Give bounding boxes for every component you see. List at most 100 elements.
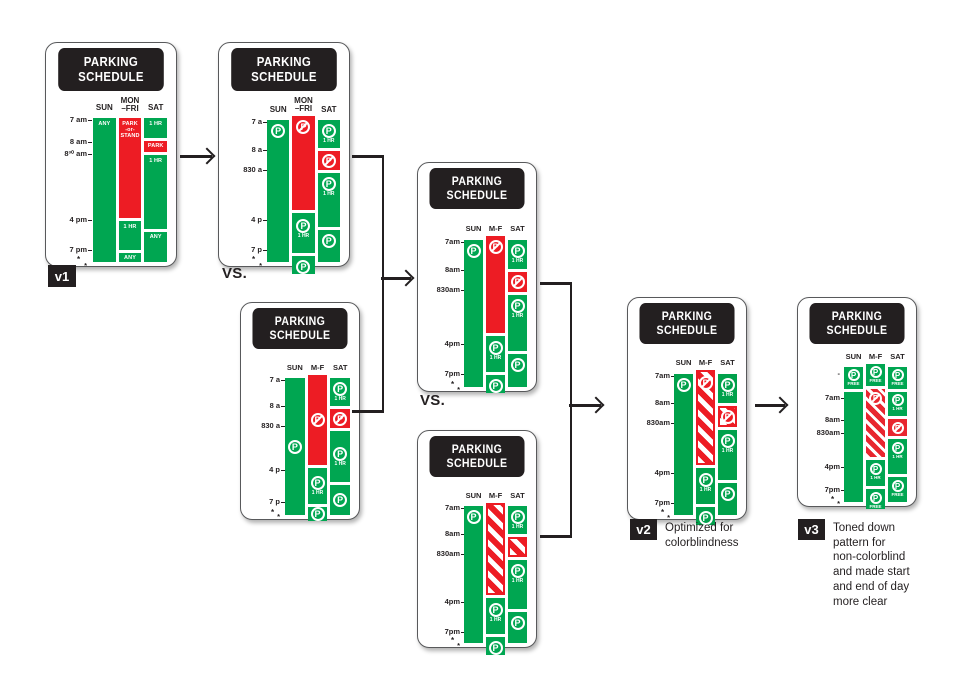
cell-sublabel: 1 HR	[311, 489, 324, 496]
sign-card-v1b[interactable]: PARKING SCHEDULE 7 a 8 a 830 a 4 p 7 p *…	[218, 42, 350, 275]
axis-tick: 8am	[444, 265, 466, 274]
schedule-cell[interactable]: P 1 HR	[866, 459, 885, 486]
schedule-cell[interactable]: P FREE	[888, 477, 907, 502]
sign-card-v1c[interactable]: PARKING SCHEDULE 7 a 8 a 830 a 4 p 7 p *…	[240, 302, 360, 521]
schedule-cell-restricted-hatch[interactable]	[508, 537, 527, 557]
schedule-cell-restricted-soft[interactable]: P	[866, 388, 885, 457]
schedule-cell[interactable]: P	[508, 612, 527, 643]
schedule-cell[interactable]	[844, 392, 863, 502]
column-sat: SAT P 1 HR P P 1 HR	[330, 355, 351, 515]
axis-tick: 7 a	[251, 117, 268, 126]
schedule-cell[interactable]: P	[464, 240, 483, 387]
column-sun: SUN P	[464, 215, 483, 387]
schedule-cell[interactable]: P 1 HR	[317, 120, 340, 148]
schedule-cell[interactable]: P FREE	[888, 367, 907, 389]
sign-card-mid-solid[interactable]: PARKING SCHEDULE 7am 8am 830am 4pm 7pm *…	[417, 162, 537, 394]
schedule-cell[interactable]: P	[718, 483, 737, 515]
version-tag-v2: v2	[630, 519, 657, 540]
schedule-cell[interactable]: P 1 HR	[696, 467, 715, 504]
schedule-cell[interactable]: P FREE	[866, 488, 885, 510]
no-parking-icon: P	[333, 411, 348, 426]
axis-tick: 8 a	[269, 401, 286, 410]
schedule-cell[interactable]: P FREE	[866, 363, 885, 386]
footnote-asterisk: *	[271, 508, 275, 517]
schedule-cell[interactable]: P 1 HR	[888, 392, 907, 416]
schedule-cell[interactable]: P	[317, 230, 340, 262]
schedule-cell[interactable]: P	[464, 506, 483, 643]
schedule-cell[interactable]: 1 HR	[118, 221, 142, 250]
schedule-cell[interactable]: P 1 HR	[508, 295, 527, 351]
schedule-cell[interactable]: 1 HR	[144, 155, 168, 229]
schedule-cell[interactable]: P 1 HR	[718, 374, 737, 403]
axis-tick: *	[837, 499, 840, 508]
schedule-cell[interactable]: P	[317, 151, 340, 170]
schedule-cell[interactable]: ANY	[93, 118, 116, 262]
schedule-cell[interactable]: P	[285, 378, 305, 515]
schedule-cell[interactable]: PARK	[144, 141, 168, 152]
schedule-cell[interactable]: P	[307, 374, 328, 465]
schedule-cell[interactable]: P	[330, 485, 351, 515]
card-body-v1c: 7 a 8 a 830 a 4 p 7 p * SUN P	[246, 349, 354, 521]
schedule-cell[interactable]: P FREE	[844, 367, 863, 389]
schedule-cell[interactable]: P 1 HR	[307, 467, 328, 504]
schedule-cell[interactable]: P	[486, 235, 505, 333]
schedule-cell[interactable]: 1 HR	[144, 118, 168, 138]
column-sat: SAT P 1 HR P P 1 HR	[508, 215, 527, 387]
axis-tick: 7 a	[269, 375, 286, 384]
column-header: SAT	[510, 224, 525, 233]
schedule-cell[interactable]: P	[508, 354, 527, 387]
schedule-cell[interactable]: P	[508, 272, 527, 292]
schedule-cell[interactable]: P 1 HR	[330, 378, 351, 406]
schedule-cell[interactable]: P	[696, 506, 715, 525]
schedule-cell[interactable]: P	[486, 374, 505, 393]
sign-card-v1a[interactable]: PARKING SCHEDULE 7 am 8 am 8³⁰ am 4 pm 7…	[45, 42, 177, 270]
schedule-cell[interactable]: P 1 HR	[317, 173, 340, 227]
schedule-cell[interactable]: P 1 HR	[330, 431, 351, 482]
schedule-cell[interactable]: P 1 HR	[508, 240, 527, 269]
axis-tick: *	[259, 261, 262, 270]
card-body-v1b: 7 a 8 a 830 a 4 p 7 p * SUN P	[224, 91, 344, 275]
schedule-cell[interactable]: P 1 HR	[508, 506, 527, 534]
sign-card-v3[interactable]: PARKING SCHEDULE - 7am 8am 830am 4pm 7pm…	[797, 297, 917, 510]
schedule-cell[interactable]: P	[307, 506, 328, 521]
cell-label: 1 HR	[149, 121, 163, 127]
cell-label: ANY	[149, 234, 162, 240]
no-parking-icon: P	[891, 421, 904, 434]
schedule-cell[interactable]: PARK -or- STAND	[118, 118, 142, 218]
schedule-cell[interactable]: P 1 HR	[486, 335, 505, 372]
sign-card-mid-hatch[interactable]: PARKING SCHEDULE 7am 8am 830am 4pm 7pm *…	[417, 430, 537, 655]
schedule-cell[interactable]: P	[292, 256, 315, 275]
schedule-cell[interactable]: P	[330, 409, 351, 428]
sign-card-v2[interactable]: PARKING SCHEDULE 7am 8am 830am 4pm 7pm *…	[627, 297, 747, 525]
schedule-cell[interactable]: P	[292, 116, 315, 211]
card-header-v1b: PARKING SCHEDULE	[231, 48, 337, 91]
axis-tick: 8am	[654, 398, 676, 407]
vs-label-2: VS.	[420, 392, 446, 409]
schedule-cell[interactable]: P	[674, 374, 693, 515]
schedule-cell-restricted-hatch[interactable]: P	[696, 369, 715, 465]
vs-label-1: VS.	[222, 265, 248, 282]
cell-label: 1 HR	[123, 224, 137, 230]
schedule-cell[interactable]: P 1 HR	[888, 439, 907, 474]
time-axis-v1c: 7 a 8 a 830 a 4 p 7 p *	[250, 355, 286, 521]
axis-tick: 8 a	[251, 145, 268, 154]
cell-label: ANY	[124, 255, 136, 261]
card-body-mid-hatch: 7am 8am 830am 4pm 7pm * SUN P	[423, 477, 531, 655]
schedule-cell[interactable]: P 1 HR	[292, 213, 315, 254]
cell-sublabel: FREE	[891, 492, 904, 497]
schedule-cell[interactable]: P 1 HR	[486, 597, 505, 634]
schedule-cell[interactable]: P 1 HR	[718, 430, 737, 480]
schedule-cell-restricted-hatch[interactable]	[486, 502, 505, 595]
parking-allowed-icon: P	[488, 640, 503, 655]
schedule-cell-restricted-hatch[interactable]: P	[718, 406, 737, 427]
schedule-cell[interactable]: P	[486, 636, 505, 655]
schedule-cell[interactable]: P 1 HR	[508, 560, 527, 609]
schedule-cell[interactable]: ANY	[118, 253, 142, 262]
schedule-cell[interactable]: ANY	[144, 232, 168, 262]
column-header: MON –FRI	[120, 96, 140, 114]
schedule-cell[interactable]: P	[888, 419, 907, 436]
column-mon-fri: MON –FRI PARK -or- STAND 1 HR ANY	[118, 96, 142, 262]
column-sat: SAT 1 HR PARK 1 HR	[144, 97, 168, 262]
schedule-cell[interactable]: P	[267, 120, 290, 262]
parking-allowed-icon: P	[466, 244, 481, 258]
